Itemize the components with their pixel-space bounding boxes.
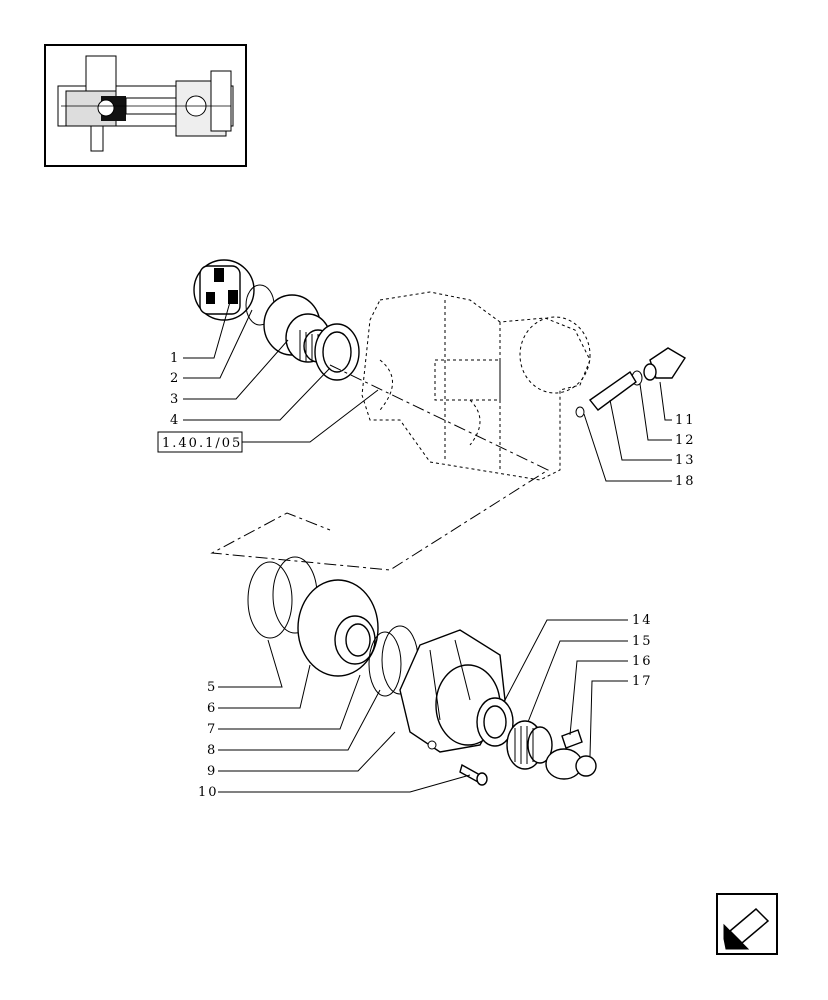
reference-link-box[interactable]: 1.40.1/05 [157,431,243,453]
callout-10: 10 [198,785,219,800]
part-15-splined-sleeve [506,720,553,770]
callout-17: 17 [632,674,653,689]
previous-page-arrow-icon [723,907,770,950]
part-1-coupling [193,259,255,321]
part-14-seal [476,697,514,747]
axle-housing-outline [361,291,591,481]
callout-labels: 1 2 3 4 11 12 13 18 5 6 7 8 9 10 14 15 1… [170,351,696,800]
callout-4: 4 [170,413,180,428]
callout-13: 13 [675,453,696,468]
callout-1: 1 [170,351,180,366]
callout-11: 11 [675,413,696,428]
assembly-axis-line [210,364,550,571]
callout-15: 15 [632,634,653,649]
callout-9: 9 [207,764,217,779]
callout-3: 3 [170,392,180,407]
previous-page-button[interactable] [716,893,778,955]
part-16-17-clips [545,729,597,780]
part-10-bolt [459,763,488,786]
callout-14: 14 [632,613,653,628]
callout-18: 18 [675,474,696,489]
callout-8: 8 [207,743,217,758]
leader-lines [183,294,672,793]
part-7-bearing [297,579,379,677]
callout-2: 2 [170,371,180,386]
reference-code: 1.40.1/05 [162,436,242,451]
callout-6: 6 [207,701,217,716]
callout-7: 7 [207,722,217,737]
parts-11-18-pin-assembly [575,347,686,418]
part-4-washer [314,323,360,381]
overview-thumbnail[interactable] [44,44,247,167]
axle-thumbnail-icon [57,55,234,152]
callout-16: 16 [632,654,653,669]
callout-12: 12 [675,433,696,448]
callout-5: 5 [207,680,217,695]
